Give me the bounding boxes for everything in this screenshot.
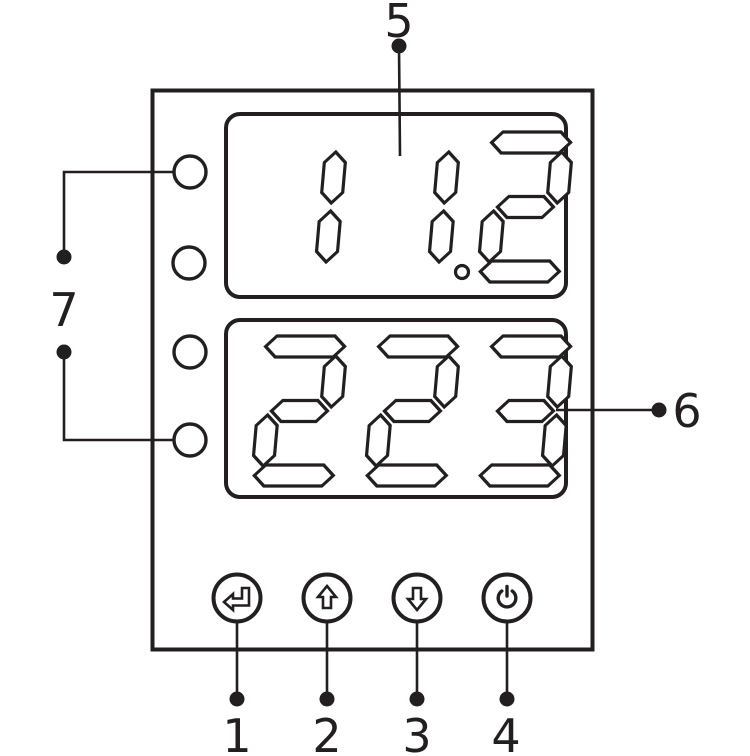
callout-3-dot (409, 691, 425, 707)
callout-7-dot-bottom (56, 344, 72, 360)
callout-7-connector-bottom (56, 344, 174, 442)
callout-1-dot (229, 691, 245, 707)
callout-label-6: 6 (672, 384, 701, 438)
power-button[interactable] (481, 572, 533, 624)
power-icon (496, 584, 518, 609)
callout-4-dot (499, 691, 515, 707)
callout-label-4: 4 (491, 709, 520, 756)
callout-2-dot (319, 691, 335, 707)
seven-segment-digit (314, 149, 347, 265)
seven-segment-digit (427, 149, 460, 265)
callout-5-dot (391, 38, 407, 54)
arrow-down-icon (405, 586, 429, 613)
callout-label-1: 1 (222, 709, 251, 756)
callout-label-5: 5 (384, 0, 413, 48)
enter-icon (222, 586, 251, 613)
power-button-face (481, 572, 533, 624)
lower-display-digits (251, 334, 573, 488)
callout-7-dot-top (56, 249, 72, 265)
callout-label-3: 3 (402, 709, 431, 756)
seven-segment-digit (364, 334, 460, 488)
enter-button[interactable] (211, 572, 263, 624)
arrow-up-icon (315, 583, 339, 610)
callout-6-dot (651, 402, 667, 418)
callout-7-connector-top (56, 170, 174, 265)
callout-label-2: 2 (312, 709, 341, 756)
led-indicator-1 (172, 154, 208, 190)
upper-display-digits (314, 130, 573, 284)
up-button[interactable] (301, 572, 353, 624)
led-indicator-3 (172, 334, 208, 370)
callout-6-connector (556, 402, 667, 418)
down-button[interactable] (391, 572, 443, 624)
callout-1-connector (229, 622, 245, 707)
decimal-point (453, 263, 471, 281)
seven-segment-digit (251, 334, 347, 488)
callout-4-connector (499, 622, 515, 707)
led-indicator-2 (171, 245, 207, 281)
led-indicator-4 (172, 422, 208, 458)
seven-segment-digit (477, 130, 573, 284)
callout-2-connector (319, 622, 335, 707)
callout-3-connector (409, 622, 425, 707)
seven-segment-digit (478, 334, 573, 488)
callout-label-7: 7 (49, 283, 78, 337)
callout-5-connector (391, 38, 407, 157)
